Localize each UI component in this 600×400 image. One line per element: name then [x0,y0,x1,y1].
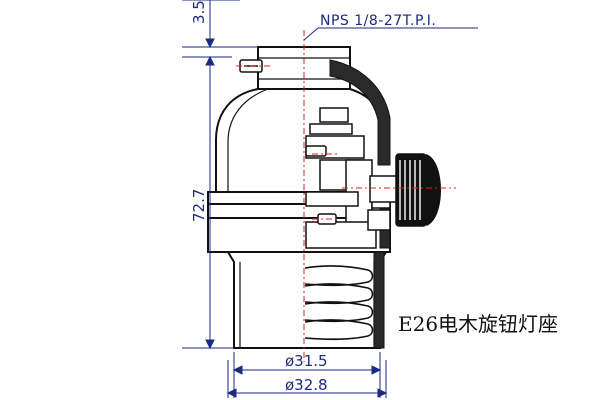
outer-diameter-label: ø32.8 [285,376,328,394]
height-label: 72.7 [190,189,208,222]
screw-thread [304,265,374,341]
dome-left [215,88,259,192]
dimension-lines [182,0,478,398]
inner-diameter-label: ø31.5 [285,352,328,370]
centerlines [236,30,456,362]
top-offset-label: 3.5 [190,0,208,24]
product-caption: E26电木旋钮灯座 [398,312,558,336]
rotary-knob[interactable] [369,153,441,227]
lower-skirt [227,251,387,349]
thread-spec-label: NPS 1/8-27T.P.I. [320,13,436,29]
